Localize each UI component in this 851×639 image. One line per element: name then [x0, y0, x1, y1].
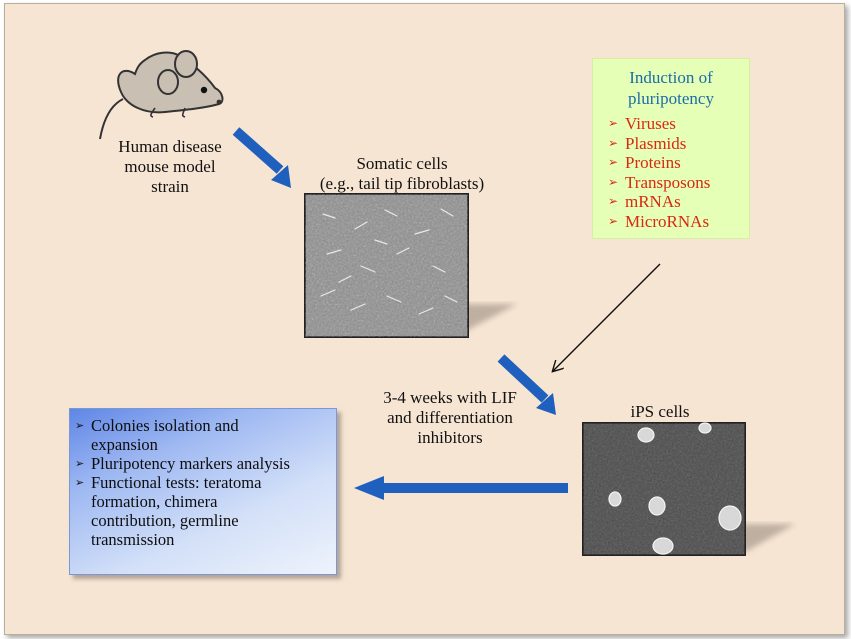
diagram-artwork [99, 50, 795, 556]
somatic-cells-micrograph [304, 193, 517, 338]
characterization-line: contribution, germline [91, 511, 239, 530]
somatic-label-line: (e.g., tail tip fibroblasts) [319, 174, 485, 193]
somatic-cells-label: Somatic cells (e.g., tail tip fibroblast… [287, 154, 517, 194]
characterization-item: Pluripotency markers analysis [75, 454, 336, 473]
induction-item: Proteins [608, 153, 749, 173]
induction-item: Transposons [608, 173, 749, 193]
characterization-line: Colonies isolation and [91, 416, 239, 435]
mouse-label-line: Human disease [118, 137, 222, 156]
induction-box: Induction of pluripotency Viruses Plasmi… [593, 59, 749, 238]
characterization-line: Pluripotency markers analysis [91, 454, 290, 473]
culture-step-label: 3-4 weeks with LIF and differentiation i… [355, 388, 545, 448]
arrow-somatic-to-ips [497, 354, 556, 415]
induction-title: Induction of pluripotency [593, 67, 749, 109]
mouse-model-label: Human disease mouse model strain [100, 137, 240, 197]
induction-item: Plasmids [608, 134, 749, 154]
characterization-list: Colonies isolation and expansion Pluripo… [70, 416, 336, 549]
characterization-item: Functional tests: teratoma formation, ch… [75, 473, 336, 549]
somatic-label-line: Somatic cells [356, 154, 448, 173]
diagram-canvas: Human disease mouse model strain Somatic… [4, 3, 845, 635]
culture-label-line: 3-4 weeks with LIF [383, 388, 517, 407]
characterization-box: Colonies isolation and expansion Pluripo… [69, 408, 337, 575]
mouse-icon [99, 50, 224, 140]
induction-title-line: pluripotency [628, 89, 714, 108]
induction-methods-list: Viruses Plasmids Proteins Transposons mR… [593, 114, 749, 231]
mouse-label-line: mouse model [124, 157, 216, 176]
characterization-item: Colonies isolation and expansion [75, 416, 336, 454]
characterization-line: transmission [91, 530, 175, 549]
mouse-label-line: strain [151, 177, 189, 196]
culture-label-line: inhibitors [417, 428, 483, 447]
culture-label-line: and differentiation [387, 408, 513, 427]
induction-title-line: Induction of [629, 68, 713, 87]
ips-cells-micrograph [582, 422, 795, 556]
arrow-mouse-to-somatic [232, 127, 291, 188]
arrow-induction-to-ips [553, 263, 661, 371]
ips-cells-label: iPS cells [630, 402, 690, 421]
characterization-line: expansion [91, 435, 158, 454]
induction-item: MicroRNAs [608, 212, 749, 232]
characterization-line: Functional tests: teratoma [91, 473, 262, 492]
induction-item: mRNAs [608, 192, 749, 212]
arrow-ips-to-assays [354, 476, 568, 500]
induction-item: Viruses [608, 114, 749, 134]
characterization-line: formation, chimera [91, 492, 218, 511]
